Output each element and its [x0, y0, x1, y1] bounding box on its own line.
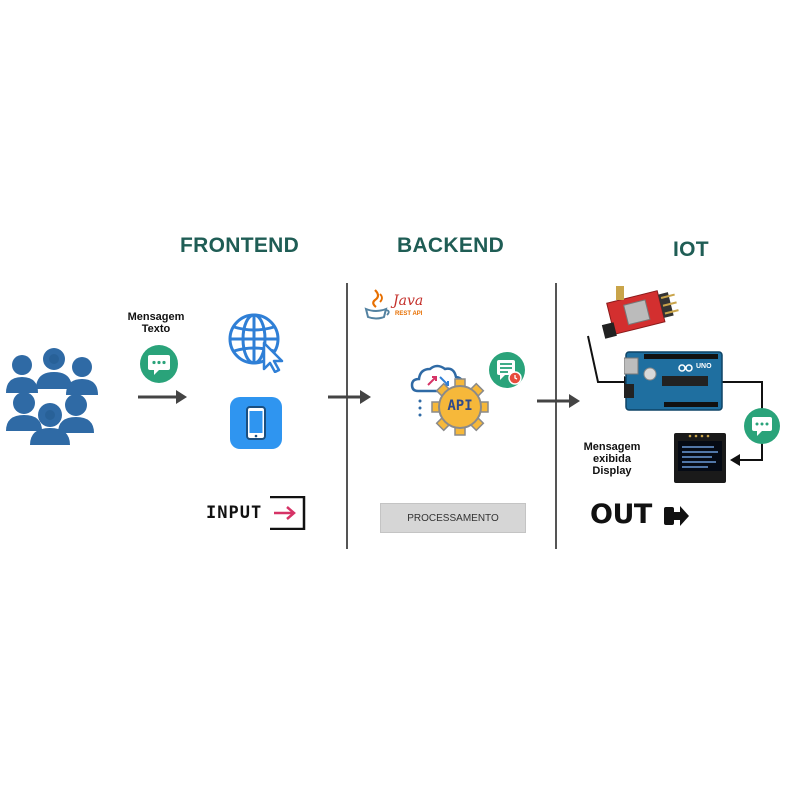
display-line-3: Display	[592, 465, 632, 477]
message-text-label: Mensagem Texto	[120, 311, 192, 335]
flow-arrow-2	[328, 390, 371, 404]
output-label: OUT	[590, 499, 700, 535]
iot-title: IOT	[673, 238, 709, 261]
smartphone-icon	[230, 397, 282, 449]
notification-icon	[489, 352, 525, 388]
users-group-icon	[6, 348, 98, 445]
frontend-title: FRONTEND	[180, 234, 300, 257]
input-text-b: UT	[239, 503, 263, 523]
rest-api-text: REST API	[395, 311, 423, 317]
display-message-label: Mensagem exibida Display	[576, 441, 648, 477]
display-line-2: exibida	[593, 453, 631, 465]
backend-title: BACKEND	[397, 234, 505, 257]
processing-label: PROCESSAMENTO	[407, 512, 499, 524]
oled-display-icon	[674, 433, 726, 483]
input-text-a: INP	[206, 503, 240, 523]
output-text: OUT	[590, 499, 652, 530]
display-line-1: Mensagem	[583, 441, 641, 453]
api-text: API	[447, 398, 473, 414]
flow-arrow-3	[537, 394, 580, 408]
divider-frontend-backend	[346, 283, 348, 549]
arduino-board-label: UNO	[696, 363, 712, 370]
exit-arrow-icon	[664, 506, 689, 526]
iot-chat-bubble-icon	[744, 408, 780, 444]
flow-arrow-1	[138, 390, 187, 404]
input-bracket-icon	[270, 496, 306, 530]
message-line-2: Texto	[141, 323, 171, 335]
processing-box: PROCESSAMENTO	[380, 503, 526, 533]
api-gear-icon	[410, 364, 489, 436]
web-globe-icon	[228, 313, 284, 373]
java-text: Java	[393, 293, 424, 309]
gsm-module-icon	[601, 286, 679, 339]
divider-backend-iot	[555, 283, 557, 549]
chat-bubble-icon	[140, 345, 178, 383]
java-cup-icon	[364, 289, 390, 320]
input-label: INPUT	[206, 496, 306, 530]
message-line-1: Mensagem	[127, 311, 185, 323]
java-logo: Java REST API	[363, 288, 433, 324]
arduino-board-icon	[624, 351, 723, 411]
